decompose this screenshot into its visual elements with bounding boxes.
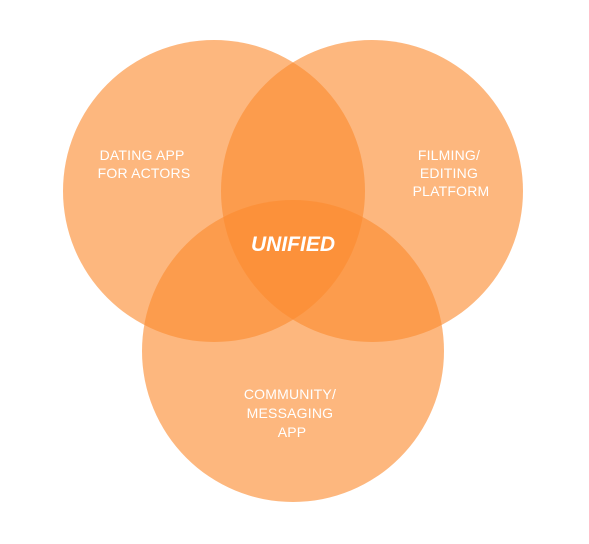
circle-community-app (142, 200, 444, 502)
label-dating-app: DATING APP FOR ACTORS (98, 147, 191, 181)
label-community-app: COMMUNITY/ MESSAGING APP (244, 386, 340, 440)
label-unified: UNIFIED (251, 233, 335, 256)
label-filming-platform: FILMING/ EDITING PLATFORM (413, 147, 490, 199)
